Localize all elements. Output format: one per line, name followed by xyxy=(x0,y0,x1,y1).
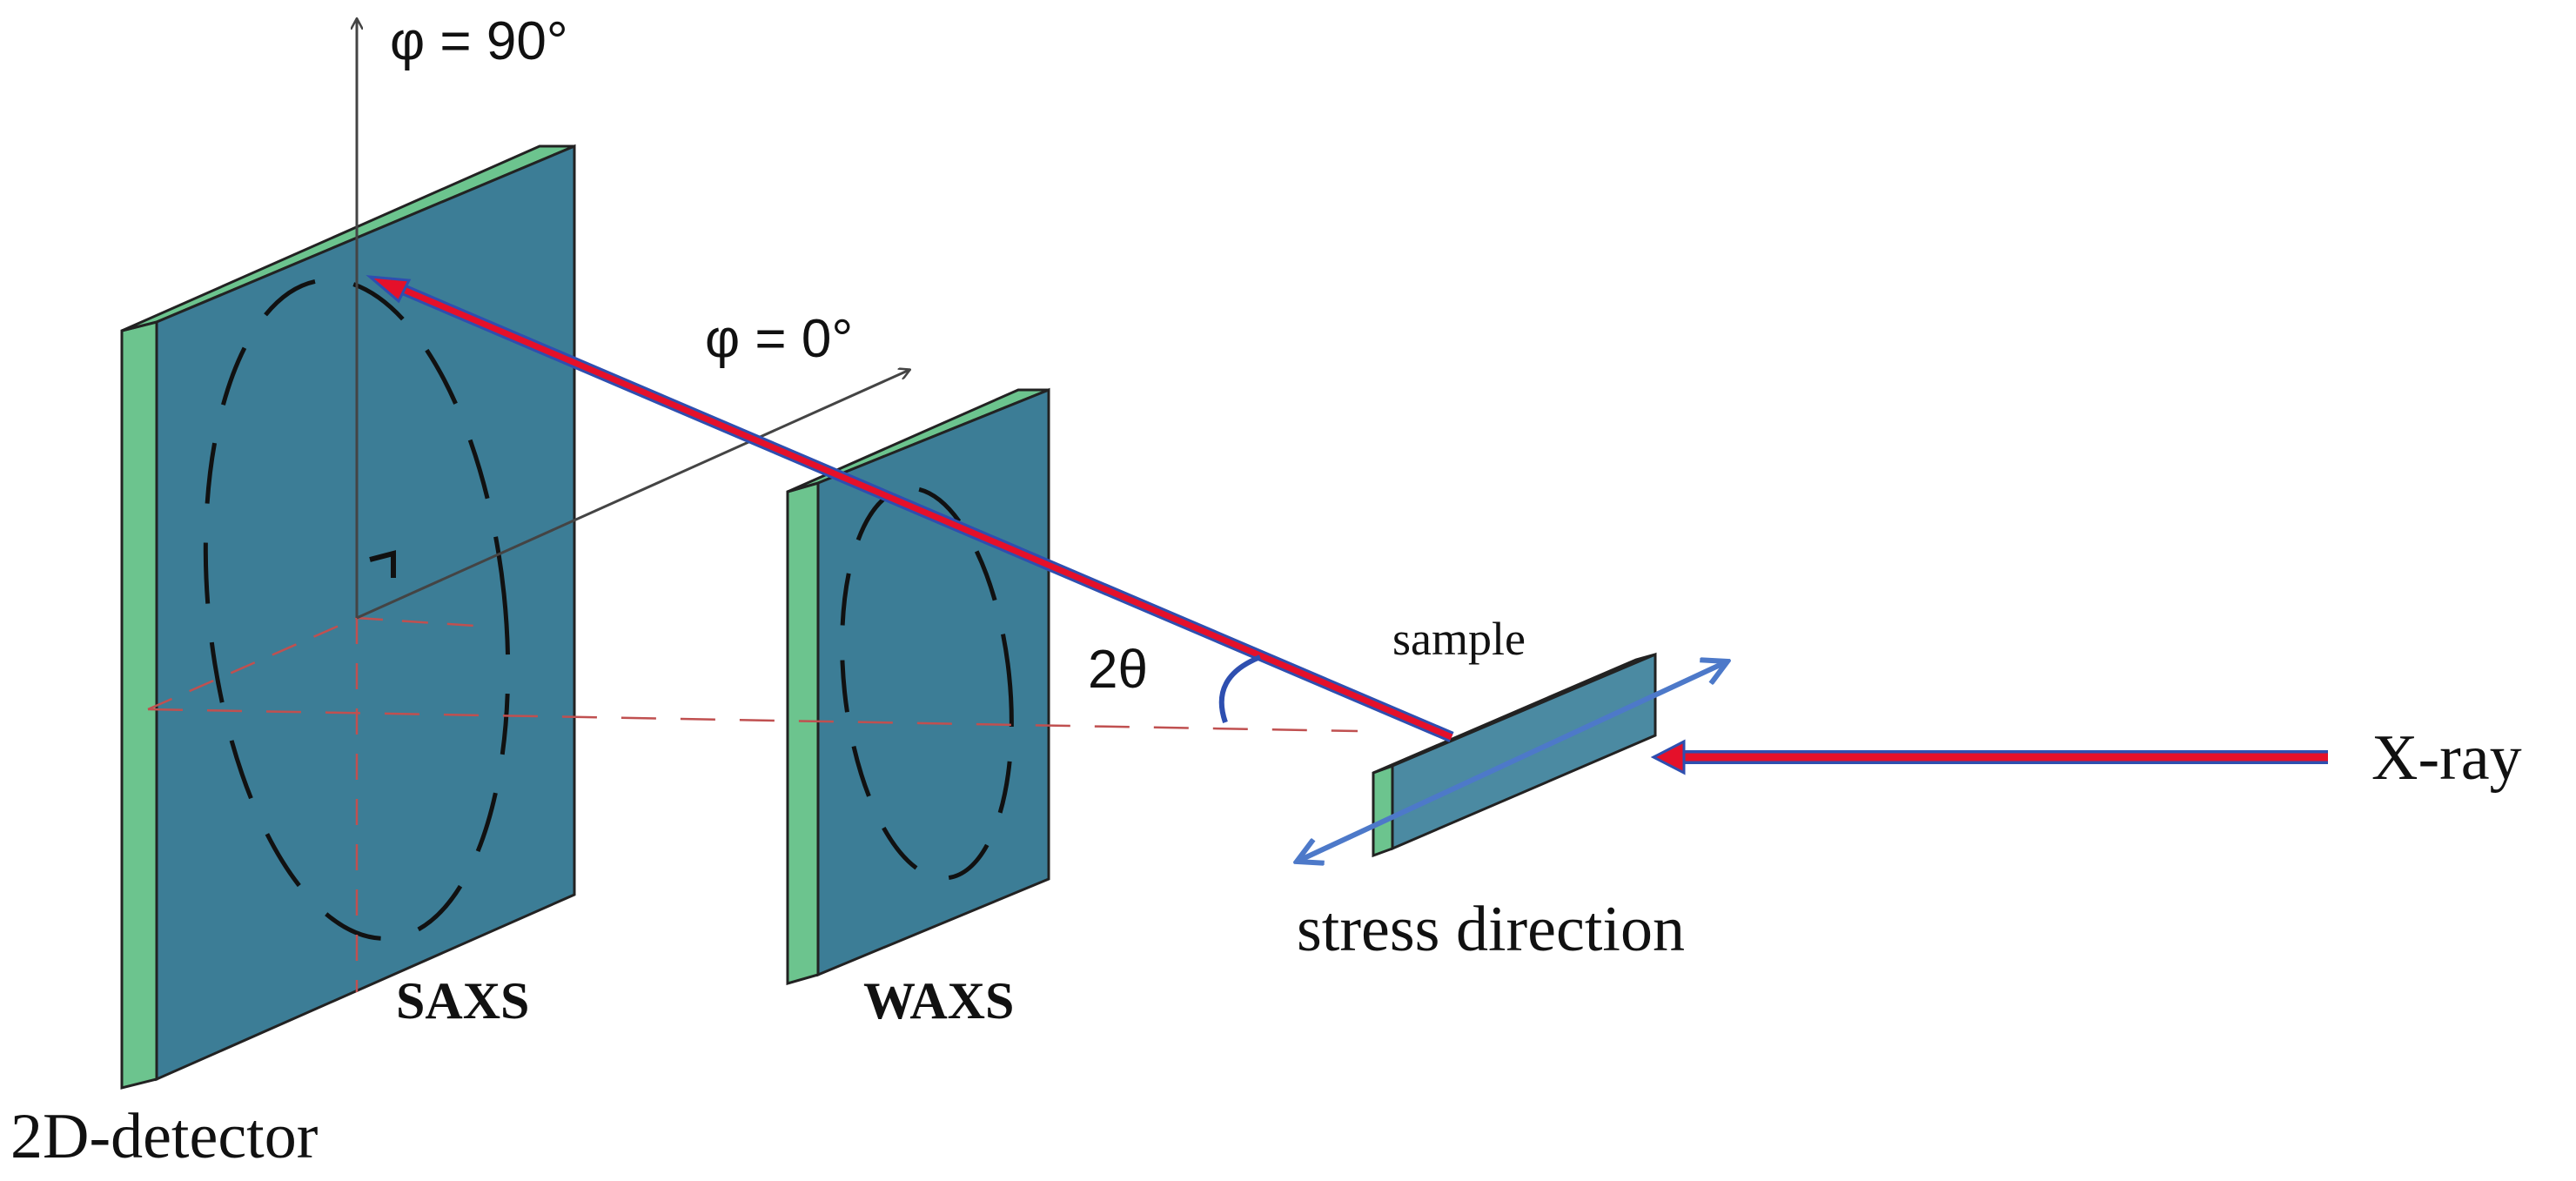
scattered-beam-arrowhead xyxy=(366,275,412,304)
waxs-label: WAXS xyxy=(863,972,1014,1030)
saxs-diffraction-ring xyxy=(203,278,511,941)
saxs-label: SAXS xyxy=(396,972,529,1030)
axis-phi0 xyxy=(356,370,909,620)
right-angle-mark xyxy=(369,550,396,578)
axis-red-dashed-lateral xyxy=(147,616,358,711)
two-theta-arc xyxy=(1218,654,1262,723)
waxs-detector xyxy=(786,387,1050,985)
sample-bar xyxy=(1372,652,1657,858)
stress-direction-label: stress direction xyxy=(1297,894,1685,965)
scattered-beam xyxy=(366,275,1454,742)
waxs-diffraction-ring xyxy=(840,486,1014,881)
incident-xray-beam xyxy=(1650,739,2328,775)
saxs-detector xyxy=(120,144,576,1090)
two-theta-label: 2θ xyxy=(1088,640,1148,700)
waxs-detector-edge-left xyxy=(786,481,820,985)
stress-direction-arrow xyxy=(1297,661,1727,862)
coordinate-axes xyxy=(147,19,1358,992)
detector-label: 2D-detector xyxy=(10,1101,318,1172)
axis-red-dashed-horizontal xyxy=(147,708,1358,733)
sample-edge-left xyxy=(1372,763,1394,858)
axis-red-dashed-horizontal-right xyxy=(356,616,488,628)
saxs-detector-edge-left xyxy=(120,320,158,1090)
phi0-label: φ = 0° xyxy=(705,309,853,369)
sample-face xyxy=(1391,652,1657,851)
sample-label: sample xyxy=(1392,613,1526,665)
incident-beam-arrowhead xyxy=(1650,739,1686,775)
xray-label: X-ray xyxy=(2371,722,2522,794)
phi90-label: φ = 90° xyxy=(390,11,568,71)
